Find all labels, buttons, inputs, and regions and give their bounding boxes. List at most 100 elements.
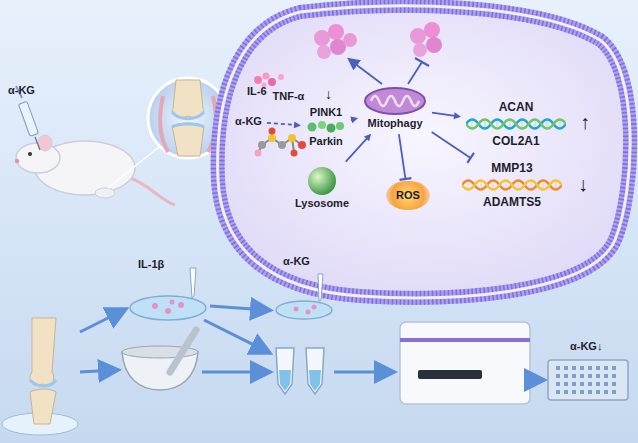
- node-text: Mitophagy: [368, 117, 423, 130]
- cell-dot: [178, 302, 184, 308]
- reagent-label: IL-1β: [138, 258, 164, 271]
- tibia: [172, 123, 204, 156]
- flow-arrow: [202, 371, 268, 374]
- inhibit-bar: [400, 178, 412, 180]
- node-text: Lysosome: [295, 197, 349, 210]
- node-text: ROS: [396, 189, 420, 202]
- inhibit-line: [408, 62, 422, 84]
- arrowhead: [294, 121, 301, 128]
- reader-slot: [418, 370, 482, 379]
- syringe-barrel: [18, 101, 38, 136]
- dna-strand: [462, 181, 562, 190]
- mitochondrion-node: Mitophagy: [360, 83, 430, 132]
- cluster-cell: [424, 22, 440, 38]
- cluster-cell: [410, 28, 426, 44]
- mitochondrion: [363, 86, 427, 116]
- cluster-cell: [317, 45, 331, 59]
- connector: [267, 123, 295, 125]
- dna-helix: [462, 176, 562, 194]
- flow-arrow: [80, 310, 124, 332]
- dna-helix: [466, 115, 566, 133]
- tibia: [30, 389, 56, 424]
- node-text: PINK1: [310, 106, 342, 119]
- flow-arrow: [532, 379, 542, 382]
- promote-arrow: [350, 60, 382, 84]
- mito-cristae: [371, 96, 419, 106]
- result-label: α-KG↓: [570, 340, 602, 353]
- cluster-cell: [314, 30, 330, 46]
- pestle: [170, 330, 196, 372]
- tube: [276, 348, 294, 394]
- cluster-cell: [328, 24, 344, 40]
- zoom-line: [108, 146, 160, 188]
- drug-label: α-KG: [8, 84, 35, 97]
- node-icon: [307, 166, 337, 196]
- lysosome-ball: [308, 167, 336, 195]
- cell-dot: [312, 305, 317, 310]
- cytokine-dot: [278, 74, 284, 80]
- cell-cluster: [410, 22, 442, 57]
- treated-dish: [276, 274, 332, 319]
- lipid-heads: [218, 6, 631, 298]
- cluster-cell: [413, 43, 427, 57]
- reader-stripe: [400, 338, 530, 342]
- cartilage: [172, 112, 204, 119]
- tubes: [276, 348, 324, 394]
- flow-arrow: [204, 320, 268, 352]
- node-text: α-KG: [235, 115, 262, 128]
- dna-strand: [466, 120, 566, 129]
- atom: [298, 141, 306, 149]
- up-arrow: ↑: [580, 110, 590, 134]
- connector: [432, 132, 471, 158]
- rat-leg: [95, 188, 115, 198]
- gene-downregulated: MMP13ADAMTS5: [459, 159, 565, 212]
- reader-body: [400, 322, 530, 404]
- cluster-cell: [426, 37, 442, 53]
- atom: [278, 141, 286, 149]
- node-text: ADAMTS5: [483, 195, 541, 209]
- dna-strand: [466, 120, 566, 129]
- drug-label: α-KG: [283, 255, 310, 268]
- arrowhead: [364, 134, 371, 142]
- protein-group: PINK1Parkin: [303, 104, 349, 150]
- plate: [548, 360, 628, 400]
- ros-blob: ROS: [386, 181, 430, 210]
- rat-nose: [15, 159, 19, 163]
- protein-dot: [327, 124, 336, 133]
- connector: [346, 138, 367, 161]
- arrowhead: [454, 112, 461, 119]
- cell-membrane: [218, 6, 631, 298]
- node-text: COL2A1: [492, 134, 539, 148]
- atom: [269, 128, 276, 135]
- rat-tail: [130, 178, 175, 205]
- cartilage: [172, 124, 204, 127]
- mortar: [122, 330, 198, 390]
- well-plate: [548, 360, 628, 400]
- dna-strand: [462, 181, 562, 190]
- down-arrow: ↓: [325, 86, 332, 103]
- down-arrow: ↓: [578, 172, 588, 196]
- cell-dot: [152, 303, 158, 309]
- rat-eye: [28, 152, 32, 156]
- femur: [172, 80, 203, 118]
- protein-dot: [318, 121, 326, 129]
- cytokine-dot: [268, 78, 276, 86]
- tube-liquid: [309, 370, 321, 391]
- lysosome-sphere: [307, 166, 337, 196]
- cluster-cell: [343, 33, 357, 47]
- rat: [15, 135, 175, 205]
- syringe-needle: [35, 137, 40, 150]
- tube-liquid: [279, 370, 291, 391]
- node-icon: [466, 115, 566, 133]
- node-text: IL-6: [247, 85, 267, 98]
- arrowhead: [350, 117, 358, 124]
- connector: [432, 113, 455, 116]
- joint-capsule: [160, 96, 168, 152]
- wells: [556, 368, 620, 392]
- atom: [288, 134, 296, 142]
- flow-arrow: [334, 371, 392, 374]
- cartilage: [30, 380, 56, 386]
